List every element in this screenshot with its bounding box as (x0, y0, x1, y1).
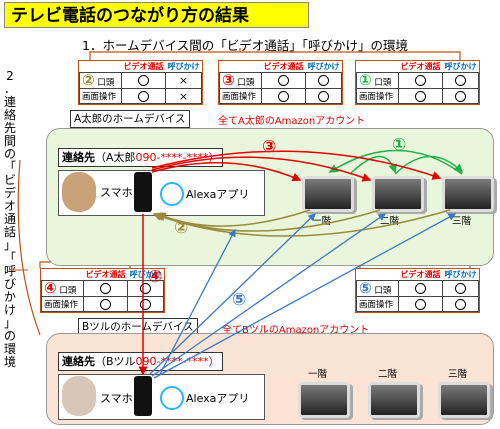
section-2-title-char: の (3, 147, 16, 161)
section-2-title-char: 先 (3, 121, 16, 135)
result-table-4: ビデオ通話呼びかけ ④ 口頭 画面操作 (40, 268, 165, 313)
section-2-title-char: 環 (3, 342, 16, 356)
page-title: テレビ電話のつながり方の結果 (4, 2, 309, 28)
arrow-label-3: ③ (262, 137, 277, 157)
section-2-title-char: 」 (3, 316, 16, 330)
b-floor-label-1: 一階 (308, 369, 328, 380)
b-device-floor1 (298, 382, 350, 418)
section-2-title-char: び (3, 277, 16, 291)
result-table-1: ビデオ通話呼びかけ ① 口頭 画面操作 (355, 60, 480, 105)
section-2-title-char: ビ (3, 173, 16, 187)
section-1-title: 1．ホームデバイス間の「ビデオ通話」「呼びかけ」の環境 (82, 38, 408, 53)
b-floor-label-3: 三階 (448, 369, 468, 380)
section-2-title-char: の (3, 329, 16, 343)
section-2-title-char: 」 (3, 238, 16, 252)
result-table-5: ビデオ通話呼びかけ ⑤ 口頭 画面操作 (355, 268, 480, 313)
b-floor-label-2: 二階 (378, 369, 398, 380)
b-contact-label: 連絡先（Bツル090-****-****） (58, 352, 224, 371)
a-house-label: A太郎のホームデバイス (70, 110, 190, 128)
section-2-title-char: け (3, 303, 16, 317)
section-2-title-char: 呼 (3, 264, 16, 278)
arrow-label-5: ⑤ (232, 290, 247, 310)
a-phone-label: スマホ (100, 186, 133, 199)
section-2-title-char: 2 (6, 69, 14, 83)
b-alexa-icon (160, 386, 184, 410)
section-2-title-char: 「 (3, 251, 16, 265)
arrow-label-4: ④ (148, 267, 163, 287)
b-account-note: 全てBツルのAmazonアカウント (222, 325, 370, 336)
b-device-floor3 (438, 382, 490, 418)
arrow-label-2: ② (174, 218, 189, 238)
a-account-note: 全てA太郎のAmazonアカウント (218, 116, 366, 127)
b-house-label: Bツルのホームデバイス (78, 318, 198, 336)
a-floor-label-3: 三階 (452, 216, 472, 227)
a-smartphone-icon (134, 172, 152, 212)
section-2-title-char: デ (3, 186, 16, 200)
result-table-2: ビデオ通話呼びかけ ② 口頭× 画面操作× (78, 60, 203, 105)
a-device-floor1 (302, 176, 354, 212)
b-person-avatar (62, 376, 96, 416)
section-2-title-char: 連 (3, 95, 16, 109)
section-2-title-char: 間 (3, 134, 16, 148)
result-table-3: ビデオ通話呼びかけ ③ 口頭 画面操作 (218, 60, 343, 105)
a-floor-label-2: 二階 (380, 216, 400, 227)
section-2-title-char: 絡 (3, 108, 16, 122)
a-device-floor2 (372, 176, 424, 212)
section-2-title-char: か (3, 290, 16, 304)
b-app-label: Alexaアプリ (186, 392, 250, 405)
a-device-floor3 (442, 176, 494, 212)
b-device-floor2 (368, 382, 420, 418)
a-person-avatar (62, 172, 96, 212)
section-2-title-char: オ (3, 199, 16, 213)
a-app-label: Alexaアプリ (186, 188, 250, 201)
a-floor-label-1: 一階 (312, 216, 332, 227)
a-alexa-icon (160, 182, 184, 206)
section-2-title-char: 「 (3, 160, 16, 174)
section-2-title-char: 話 (3, 225, 16, 239)
b-smartphone-icon (134, 376, 152, 416)
section-2-title-char: ． (3, 82, 16, 96)
arrow-label-1: ① (392, 135, 407, 155)
section-2-title: 2．連絡先間の「ビデオ通話」「呼びかけ」の環境 (2, 70, 18, 369)
section-2-title-char: 境 (3, 355, 16, 369)
section-2-title-char: 通 (3, 212, 16, 226)
b-phone-label: スマホ (100, 392, 133, 405)
